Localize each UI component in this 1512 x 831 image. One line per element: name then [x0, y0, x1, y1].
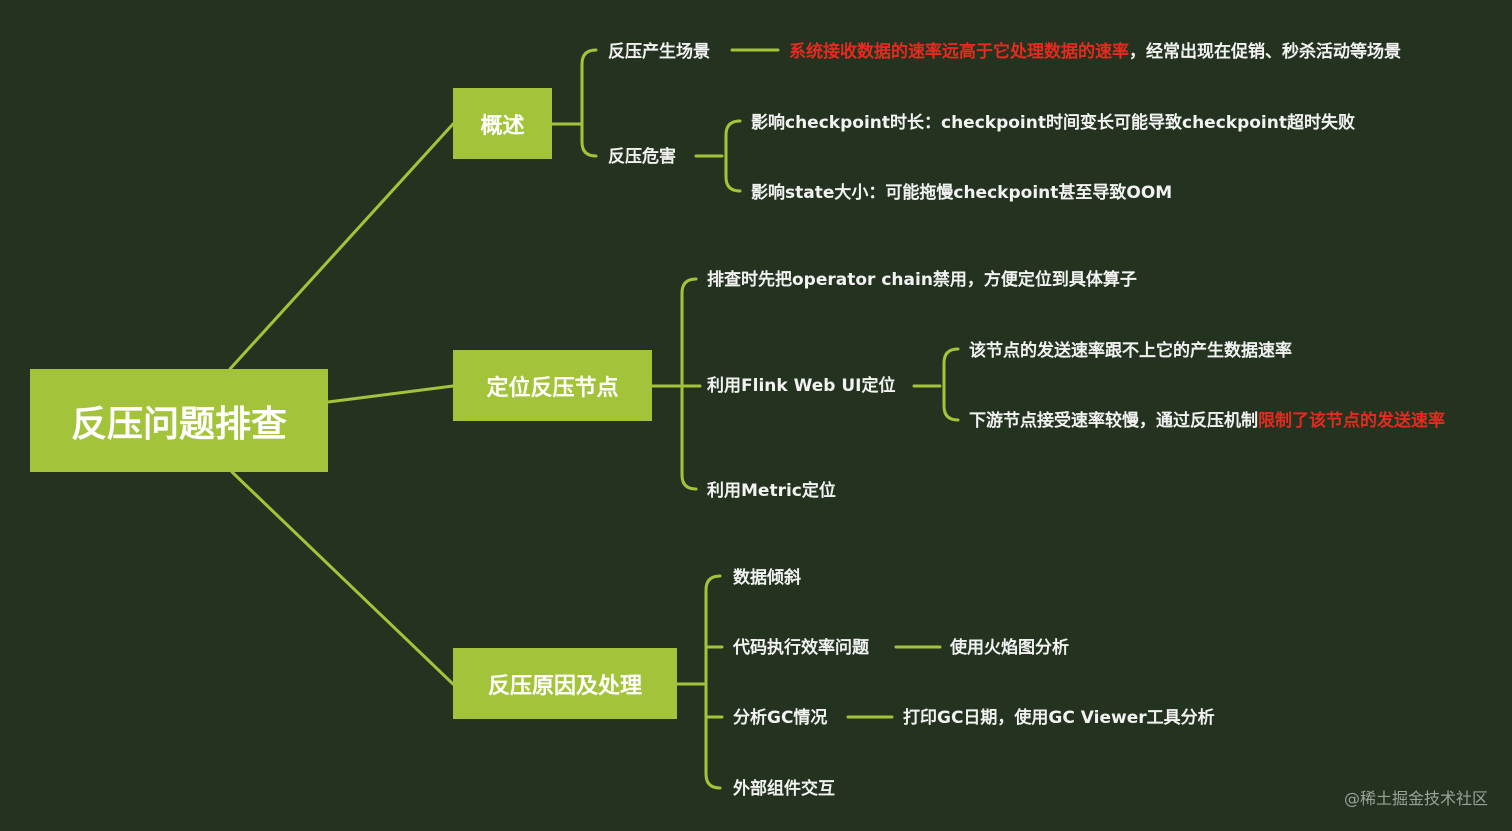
- node-disable-chain: 排查时先把operator chain禁用，方便定位到具体算子: [707, 270, 1137, 290]
- node-webui-downstream: 下游节点接受速率较慢，通过反压机制限制了该节点的发送速率: [969, 410, 1445, 432]
- node-metric: 利用Metric定位: [707, 481, 836, 501]
- node-harm: 反压危害: [608, 147, 676, 167]
- root-node: 反压问题排查: [30, 369, 328, 472]
- scenario-highlight: 系统接收数据的速率远高于它处理数据的速率: [789, 42, 1129, 62]
- node-webui: 利用Flink Web UI定位: [707, 376, 896, 396]
- node-gc: 分析GC情况: [733, 708, 828, 728]
- watermark: @稀土掘金技术社区: [1343, 789, 1488, 808]
- connector-root-b3: [230, 470, 455, 686]
- bracket-b2: [680, 277, 698, 491]
- node-webui-rate: 该节点的发送速率跟不上它的产生数据速率: [969, 341, 1292, 361]
- node-flamegraph: 使用火焰图分析: [950, 638, 1069, 658]
- bracket-harm: [724, 119, 742, 193]
- node-external: 外部组件交互: [733, 779, 835, 799]
- downstream-highlight: 限制了该节点的发送速率: [1258, 411, 1445, 431]
- connector-root-b2: [326, 384, 455, 404]
- scenario-rest: ，经常出现在促销、秒杀活动等场景: [1129, 42, 1401, 62]
- downstream-text: 下游节点接受速率较慢，通过反压机制: [969, 411, 1258, 431]
- node-data-skew: 数据倾斜: [733, 568, 801, 588]
- bracket-webui: [942, 347, 960, 422]
- bracket-b3: [704, 574, 722, 790]
- connector-root-b1: [228, 122, 455, 371]
- node-scenario: 反压产生场景: [608, 42, 710, 62]
- bracket-b1: [580, 48, 598, 158]
- branch-overview: 概述: [453, 88, 552, 159]
- branch-causes: 反压原因及处理: [453, 648, 677, 719]
- node-code-efficiency: 代码执行效率问题: [733, 638, 869, 658]
- node-harm-checkpoint: 影响checkpoint时长：checkpoint时间变长可能导致checkpo…: [751, 113, 1355, 133]
- node-scenario-detail: 系统接收数据的速率远高于它处理数据的速率，经常出现在促销、秒杀活动等场景: [789, 41, 1401, 63]
- node-gc-detail: 打印GC日期，使用GC Viewer工具分析: [903, 708, 1215, 728]
- node-harm-state: 影响state大小：可能拖慢checkpoint甚至导致OOM: [751, 183, 1173, 203]
- branch-locate-node: 定位反压节点: [453, 350, 652, 421]
